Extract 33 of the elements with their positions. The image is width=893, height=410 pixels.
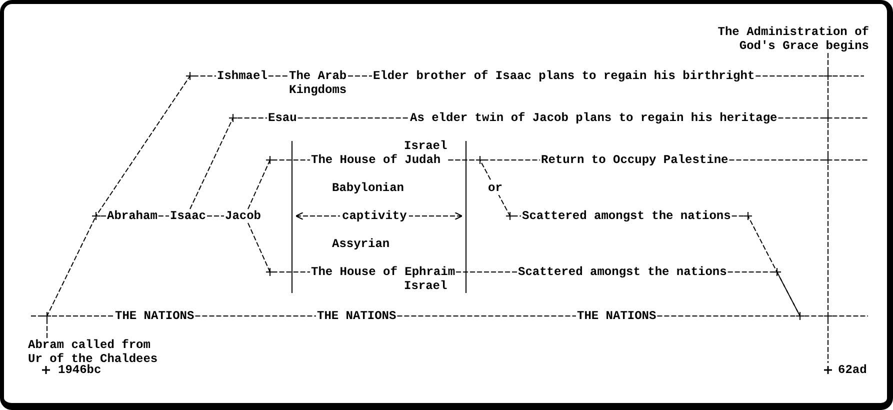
node-label: Israel (404, 279, 448, 293)
node-label: Jacob (225, 209, 262, 223)
node-label: The House of Ephraim (311, 265, 456, 279)
text-label: 1946bc (58, 363, 102, 377)
dimension-label: captivity (340, 209, 409, 223)
text-label: Assyrian (332, 237, 390, 251)
edge-label: or (488, 181, 502, 195)
connector-line (448, 160, 522, 216)
node-label: THE NATIONS (577, 309, 656, 323)
node-label: Scattered amongst the nations (518, 265, 727, 279)
node-label: Elder brother of Isaac plans to regain his birthright (373, 69, 755, 83)
node-label: Isaac (170, 209, 206, 223)
connector-line (248, 160, 310, 210)
node-label: Israel (404, 139, 448, 153)
node-label: The Arab Kingdoms (289, 69, 347, 97)
node-label: 62ad (838, 363, 867, 377)
node-label: Esau (268, 111, 297, 125)
node-label: The House of Judah (311, 153, 442, 167)
connector-line (95, 76, 216, 216)
node-label: Scattered amongst the nations (522, 209, 731, 223)
connector-line (731, 216, 800, 316)
node-label: Return to Occupy Palestine (541, 153, 728, 167)
text-label: Babylonian (332, 181, 404, 195)
node-label: Ishmael (217, 69, 268, 83)
node-label: The Administration of God's Grace begins (717, 25, 869, 53)
connector-line (190, 118, 268, 210)
connector-line (46, 216, 106, 338)
connector-line (727, 272, 800, 316)
node-label: THE NATIONS (115, 309, 194, 323)
node-label: THE NATIONS (317, 309, 396, 323)
node-label: Abraham (107, 209, 158, 223)
connector-line (248, 222, 310, 272)
node-label: As elder twin of Jacob plans to regain his heritage (410, 111, 778, 125)
